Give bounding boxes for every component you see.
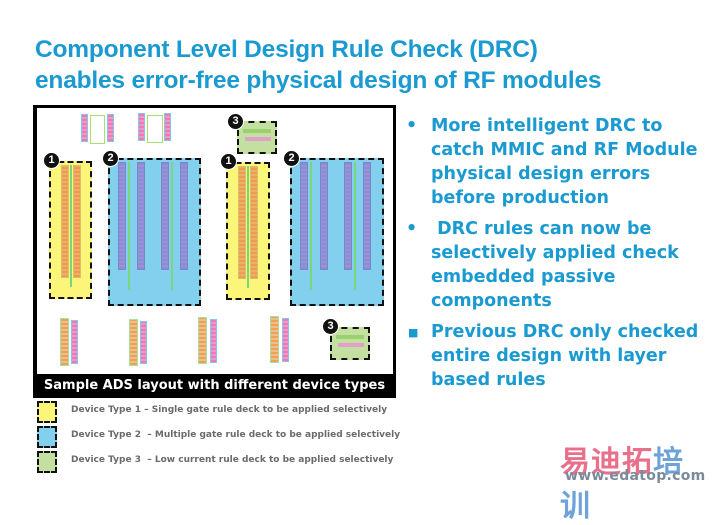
ads-layout-figure: 3 1 2 1	[33, 105, 396, 398]
bullet-text: More intelligent DRC to catch MMIC and R…	[431, 116, 698, 208]
gate-finger	[73, 165, 81, 278]
passive-box	[90, 115, 105, 144]
passive-finger	[60, 318, 69, 366]
legend-item-type-3: Device Type 3 – Low current rule deck to…	[37, 450, 397, 475]
bullet-square-icon: ■	[408, 326, 419, 339]
watermark-url: www.edatop.com	[565, 468, 706, 484]
passive-box	[147, 115, 163, 143]
bullet-dot-icon: •	[406, 116, 418, 136]
passive-finger	[164, 113, 171, 141]
layout-canvas: 3 1 2 1	[37, 108, 393, 374]
gate-bus	[171, 162, 173, 290]
device-type-2-region[interactable]	[290, 158, 384, 306]
legend-item-type-2: Device Type 2 – Multiple gate rule deck …	[37, 425, 401, 450]
gate-bus	[354, 162, 356, 290]
legend-swatch-green	[37, 451, 57, 473]
gate-finger	[137, 162, 145, 270]
device-badge-3: 3	[322, 318, 339, 335]
gate-finger	[300, 162, 308, 270]
legend-label: Device Type 1 – Single gate rule deck to…	[71, 405, 388, 415]
bullet-list: • More intelligent DRC to catch MMIC and…	[406, 114, 706, 399]
gate-finger	[161, 162, 169, 270]
bullet-text: DRC rules can now be selectively applied…	[431, 219, 685, 311]
component-trace	[243, 129, 271, 133]
component-trace	[336, 335, 364, 339]
passive-finger	[198, 317, 207, 364]
bullet-item: • DRC rules can now be selectively appli…	[406, 217, 706, 313]
device-badge-3: 3	[227, 113, 244, 130]
legend-swatch-yellow	[37, 401, 57, 423]
gate-finger	[118, 162, 126, 270]
figure-caption: Sample ADS layout with different device …	[43, 378, 386, 393]
device-type-1-region[interactable]	[226, 162, 270, 300]
device-type-3-region[interactable]	[237, 121, 277, 154]
legend-label: Device Type 3 – Low current rule deck to…	[71, 455, 394, 465]
bullet-item: ■ Previous DRC only checked entire desig…	[406, 320, 706, 392]
gate-finger	[363, 162, 371, 270]
component-trace	[338, 343, 364, 347]
bullet-dot-icon: •	[406, 219, 418, 239]
legend-swatch-blue	[37, 426, 57, 448]
device-type-legend: Device Type 1 – Single gate rule deck to…	[37, 400, 401, 475]
slide-title: Component Level Design Rule Check (DRC) …	[35, 34, 705, 96]
device-type-3-region[interactable]	[330, 327, 370, 360]
legend-item-type-1: Device Type 1 – Single gate rule deck to…	[37, 400, 397, 425]
passive-finger	[129, 319, 138, 366]
bullet-item: • More intelligent DRC to catch MMIC and…	[406, 114, 706, 210]
gate-bus	[310, 162, 312, 290]
device-badge-1: 1	[220, 153, 237, 170]
passive-finger	[210, 319, 217, 363]
watermark-cn-red: 易迪拓	[560, 445, 653, 480]
device-badge-2: 2	[102, 150, 119, 167]
passive-finger	[107, 114, 114, 142]
gate-finger	[61, 165, 69, 278]
device-type-1-region[interactable]	[49, 161, 92, 299]
bullet-text: Previous DRC only checked entire design …	[431, 322, 699, 390]
device-badge-2: 2	[283, 150, 300, 167]
gate-finger	[180, 162, 188, 270]
gate-finger	[320, 162, 328, 270]
gate-finger	[344, 162, 352, 270]
gate-finger	[238, 166, 246, 279]
gate-bus	[70, 165, 72, 287]
device-badge-1: 1	[43, 152, 60, 169]
passive-finger	[282, 318, 289, 362]
title-line-1: Component Level Design Rule Check (DRC)	[35, 36, 538, 63]
passive-finger	[270, 316, 279, 363]
title-line-2: enables error-free physical design of RF…	[35, 67, 602, 94]
legend-label: Device Type 2 – Multiple gate rule deck …	[71, 430, 401, 440]
passive-finger	[138, 113, 145, 141]
passive-finger	[81, 114, 88, 142]
passive-finger	[140, 321, 147, 364]
passive-finger	[71, 320, 78, 364]
component-trace	[245, 137, 271, 141]
device-type-2-region[interactable]	[108, 158, 201, 306]
gate-finger	[250, 166, 258, 279]
gate-bus	[247, 166, 249, 288]
gate-bus	[128, 162, 130, 290]
